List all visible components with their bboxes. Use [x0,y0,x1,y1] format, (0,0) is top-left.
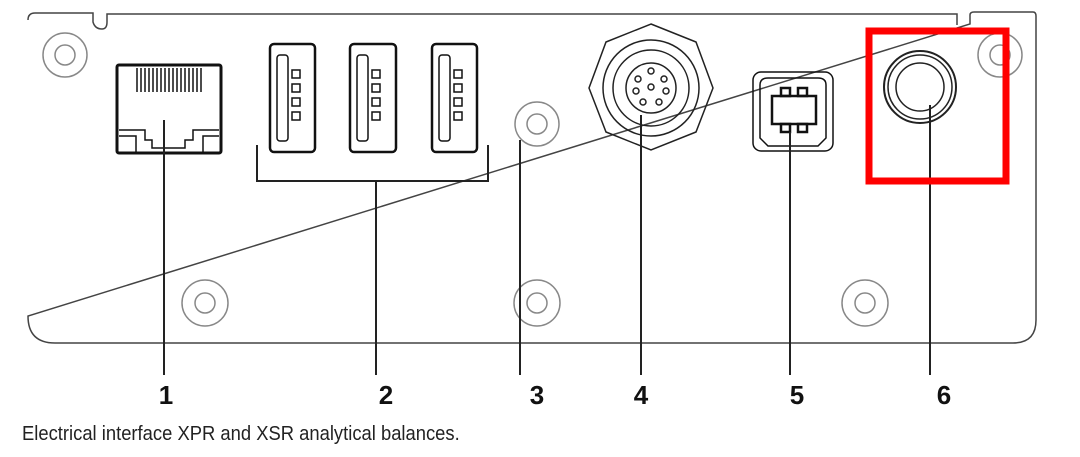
callout-1: 1 [159,380,173,410]
callout-6: 6 [937,380,951,410]
callout-2: 2 [379,380,393,410]
figure-caption: Electrical interface XPR and XSR analyti… [22,423,460,445]
ethernet-port-icon [115,63,223,155]
panel-outline [27,11,1037,344]
callout-4: 4 [634,380,649,410]
screw-icon [42,32,1023,327]
usb-a-port-icon [268,42,479,154]
leader-lines [163,105,931,375]
callout-3: 3 [530,380,544,410]
round-connector-icon [588,23,714,151]
round-socket-icon [883,50,957,124]
callout-5: 5 [790,380,804,410]
highlight-box [865,27,1010,185]
usb-b-port-icon [752,71,834,152]
